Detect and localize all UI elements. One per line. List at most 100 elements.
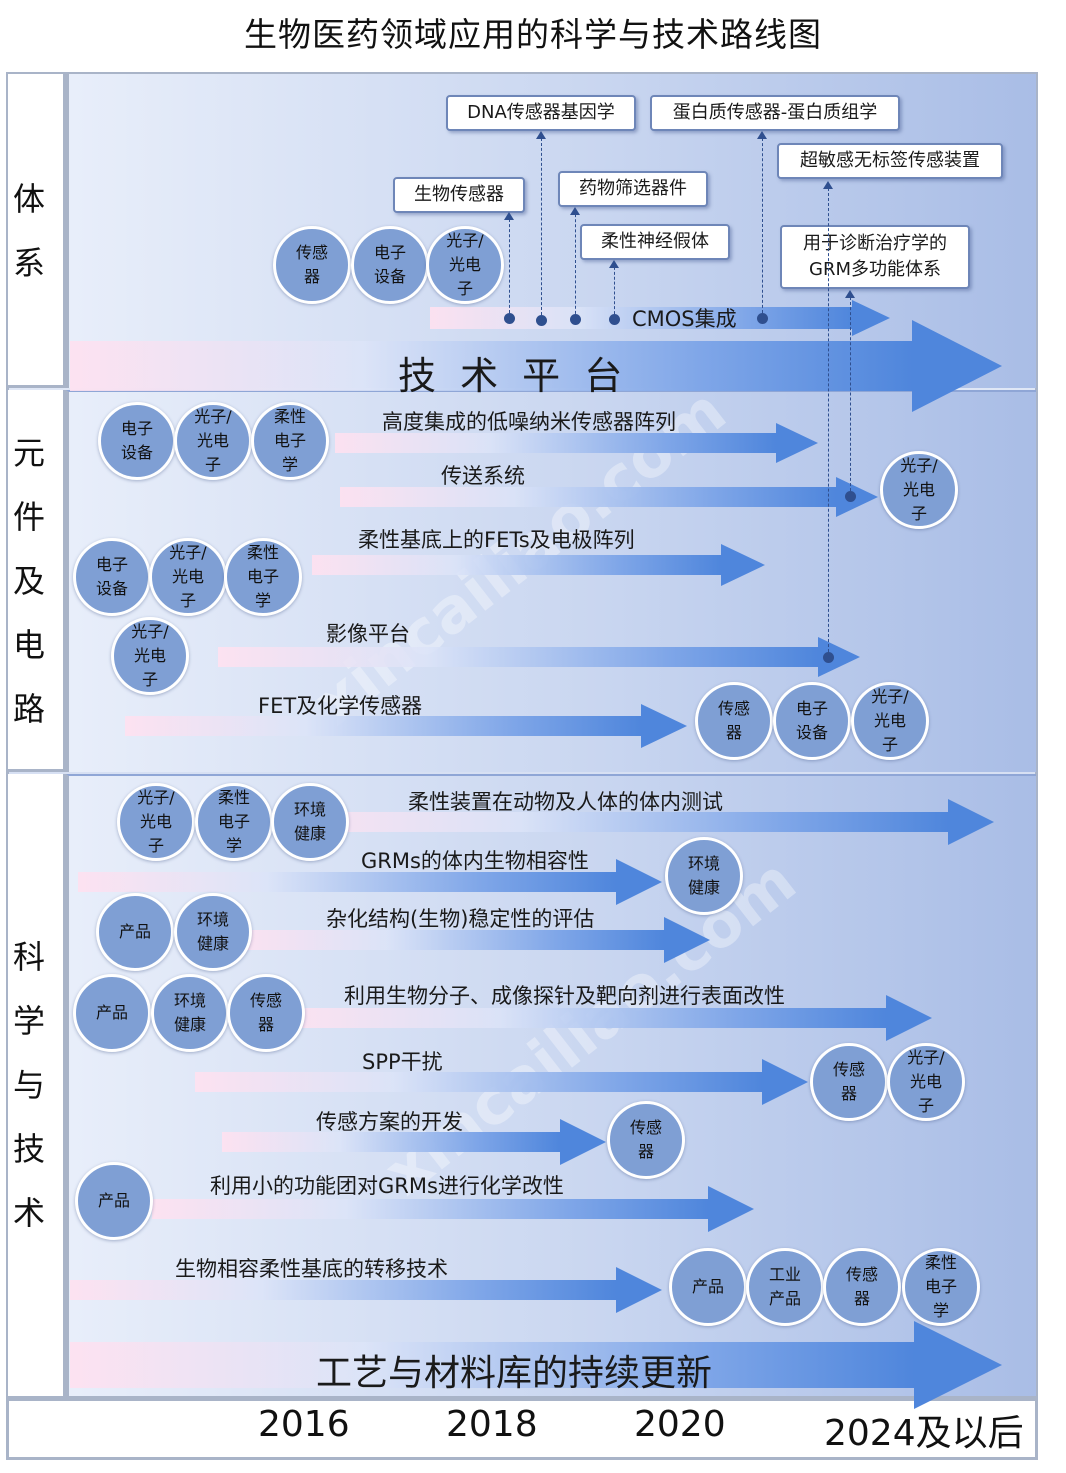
connector-line <box>570 207 580 319</box>
tech-circle: 电子 设备 <box>98 402 176 480</box>
flow-arrow-head <box>664 917 710 963</box>
section-label-char: 系 <box>12 244 45 282</box>
tech-circle: 光子/ 光电 子 <box>174 402 252 480</box>
section-label-char: 元 <box>12 434 45 472</box>
flow-arrow-shaft <box>312 555 721 575</box>
tech-circle: 光子/ 光电 子 <box>117 783 195 861</box>
flow-arrow <box>125 704 687 748</box>
tech-circle: 电子 设备 <box>351 226 429 304</box>
flow-arrow-shaft <box>195 1072 762 1092</box>
box-dna-sensor: DNA传感器基因学 <box>446 95 636 131</box>
flow-arrow-head <box>560 1119 606 1165</box>
tech-circle: 柔性 电子 学 <box>195 783 273 861</box>
connector-line <box>823 181 833 657</box>
tech-circle: 环境 健康 <box>151 974 229 1052</box>
tech-circle: 产品 <box>73 974 151 1052</box>
flow-arrow-shaft <box>125 716 641 736</box>
connector-dot <box>823 652 834 663</box>
connector-dot <box>609 314 620 325</box>
flow-arrow <box>218 637 860 677</box>
flow-arrow <box>222 1119 606 1165</box>
flow-arrow-head <box>616 859 662 905</box>
materials-arrow <box>70 1321 1002 1409</box>
connector-dot <box>504 313 515 324</box>
flow-arrow <box>312 544 765 586</box>
flow-arrow <box>70 1267 662 1313</box>
tech-circle: 环境 健康 <box>174 893 252 971</box>
connector-line <box>536 131 546 320</box>
materials-label: 工艺与材料库的持续更新 <box>316 1353 713 1394</box>
connector-line <box>504 212 514 318</box>
flow-label: FET及化学传感器 <box>258 694 423 718</box>
section-label-char: 体 <box>12 180 45 218</box>
tech-circle: 电子 设备 <box>73 538 151 616</box>
section-label-char: 技 <box>12 1130 45 1168</box>
tech-circle: 柔性 电子 学 <box>224 538 302 616</box>
flow-arrow-shaft <box>218 647 818 667</box>
flow-arrow <box>340 477 878 517</box>
box-biosensor: 生物传感器 <box>393 177 525 213</box>
flow-arrow-shaft <box>290 1008 886 1028</box>
tech-circle: 传感 器 <box>273 226 351 304</box>
flow-arrow-head <box>721 544 765 586</box>
flow-label: 柔性装置在动物及人体的体内测试 <box>408 790 723 814</box>
connector-line <box>757 131 767 318</box>
arrowhead-icon <box>823 181 833 189</box>
flow-arrow-shaft <box>238 930 664 950</box>
flow-arrow <box>152 1186 754 1232</box>
flow-arrow <box>238 917 710 963</box>
flow-arrow-head <box>616 1267 662 1313</box>
flow-label: 传感方案的开发 <box>316 1110 463 1134</box>
flow-arrow-head <box>948 799 994 845</box>
flow-arrow <box>290 799 994 845</box>
arrowhead-icon <box>504 212 514 220</box>
tech-circle: 柔性 电子 学 <box>902 1248 980 1326</box>
section-label-char: 与 <box>12 1066 45 1104</box>
tech-circle: 产品 <box>96 893 174 971</box>
flow-label: 影像平台 <box>326 622 410 646</box>
flow-label: 利用生物分子、成像探针及靶向剂进行表面改性 <box>344 984 785 1008</box>
section-label-char: 科 <box>12 938 45 976</box>
arrowhead-icon <box>609 260 619 268</box>
tech-circle: 光子/ 光电 子 <box>426 226 504 304</box>
platform-arrow <box>70 320 1002 412</box>
year-label: 2020 <box>634 1404 726 1445</box>
flow-arrow-head <box>708 1186 754 1232</box>
tech-circle: 产品 <box>669 1248 747 1326</box>
year-label: 2018 <box>446 1404 538 1445</box>
year-axis <box>6 1398 1038 1460</box>
box-protein-sensor: 蛋白质传感器-蛋白质组学 <box>650 95 900 131</box>
arrowhead-icon <box>536 131 546 139</box>
connector-line <box>845 290 855 496</box>
year-label: 2024及以后 <box>824 1413 1024 1454</box>
tech-circle: 光子/ 光电 子 <box>880 451 958 529</box>
cmos-arrow <box>430 300 890 336</box>
materials-arrow-head <box>914 1321 1002 1409</box>
flow-label: 利用小的功能团对GRMs进行化学改性 <box>210 1174 564 1198</box>
flow-label: SPP干扰 <box>362 1050 443 1074</box>
arrowhead-icon <box>845 290 855 298</box>
flow-arrow-head <box>836 477 878 517</box>
flow-label: 传送系统 <box>441 464 525 488</box>
flow-label: 生物相容柔性基底的转移技术 <box>175 1257 448 1281</box>
flow-arrow-shaft <box>152 1199 708 1219</box>
tech-circle: 工业 产品 <box>746 1248 824 1326</box>
connector-dot <box>845 491 856 502</box>
flow-arrow-head <box>762 1059 808 1105</box>
box-grm-theranostics: 用于诊断治疗学的 GRM多功能体系 <box>780 225 970 289</box>
flow-arrow <box>290 995 932 1041</box>
tech-circle: 传感 器 <box>810 1043 888 1121</box>
tech-circle: 环境 健康 <box>665 837 743 915</box>
tech-circle: 柔性 电子 学 <box>251 402 329 480</box>
tech-circle: 光子/ 光电 子 <box>851 682 929 760</box>
section-label-char: 及 <box>12 562 45 600</box>
flow-arrow-shaft <box>70 1280 616 1300</box>
tech-circle: 传感 器 <box>823 1248 901 1326</box>
section-label-char: 学 <box>12 1002 45 1040</box>
flow-arrow-shaft <box>340 487 836 507</box>
tech-circle: 传感 器 <box>227 974 305 1052</box>
tech-circle: 传感 器 <box>607 1101 685 1179</box>
flow-arrow-shaft <box>290 812 948 832</box>
section-label-char: 术 <box>12 1194 45 1232</box>
